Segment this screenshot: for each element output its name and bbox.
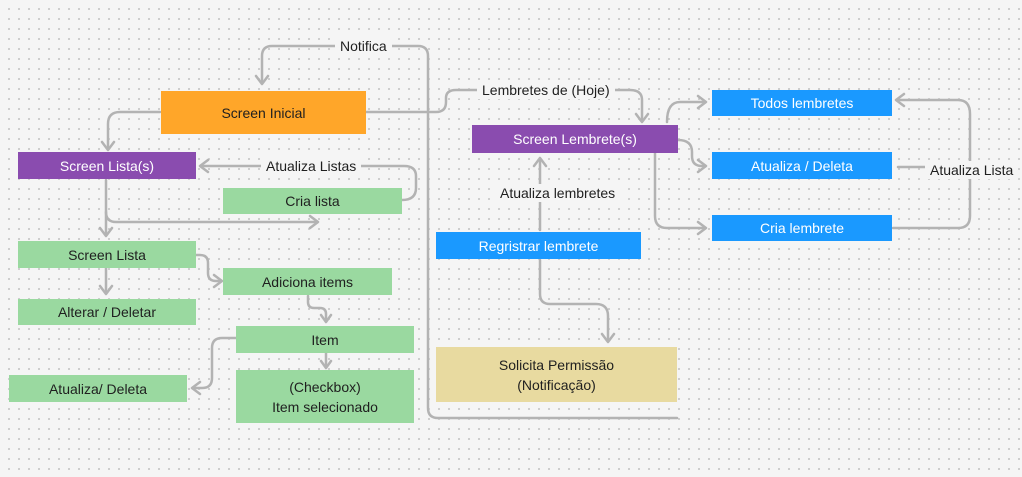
node-label-line2: (Notificação) bbox=[517, 376, 596, 393]
arrowhead bbox=[532, 156, 548, 168]
node-label: Screen Lista bbox=[68, 246, 146, 263]
node-solicita-permissao: Solicita Permissão (Notificação) bbox=[436, 347, 677, 402]
node-screen-lista: Screen Lista bbox=[18, 241, 196, 268]
node-atualiza-deleta-lembrete: Atualiza / Deleta bbox=[712, 152, 892, 179]
arrowhead bbox=[98, 226, 114, 238]
node-todos-lembretes: Todos lembretes bbox=[712, 90, 892, 116]
node-label: Atualiza/ Deleta bbox=[48, 380, 148, 397]
arrowhead bbox=[254, 74, 270, 86]
node-cria-lista: Cria lista bbox=[223, 188, 402, 214]
edge-registrar-solicita bbox=[538, 258, 610, 342]
node-screen-listas: Screen Lista(s) bbox=[18, 152, 196, 179]
node-label: Cria lembrete bbox=[759, 220, 845, 236]
arrowhead bbox=[98, 284, 114, 296]
node-atualiza-deleta-item: Atualiza/ Deleta bbox=[9, 375, 187, 402]
edge-inicial-listas bbox=[106, 110, 162, 150]
edge-item-atualiza bbox=[192, 336, 238, 390]
edge-label-notifica: Notifica bbox=[335, 37, 392, 55]
arrowhead bbox=[190, 380, 202, 396]
node-label: Todos lembretes bbox=[750, 95, 854, 111]
node-label-line1: (Checkbox) bbox=[289, 378, 361, 395]
node-label: Cria lista bbox=[285, 193, 340, 209]
node-label: Alterar / Deletar bbox=[57, 304, 157, 320]
arrowhead bbox=[696, 94, 708, 110]
arrowhead bbox=[212, 273, 224, 289]
edge-label-lembretes-hoje: Lembretes de (Hoje) bbox=[477, 81, 615, 99]
arrowhead bbox=[198, 158, 210, 174]
edge-lista-adiciona bbox=[194, 253, 222, 283]
edge-lembrete-atualiza bbox=[676, 138, 706, 168]
edge-lembrete-cria bbox=[653, 150, 706, 230]
node-label: Screen Inicial bbox=[221, 104, 306, 121]
node-label: Adiciona items bbox=[261, 273, 354, 290]
node-screen-lembretes: Screen Lembrete(s) bbox=[472, 125, 678, 153]
edge-adiciona-item bbox=[306, 294, 328, 322]
edge-label-atualiza-listas: Atualiza Listas bbox=[261, 157, 362, 175]
arrowhead bbox=[600, 332, 616, 344]
node-item: Item bbox=[236, 326, 414, 353]
arrowhead bbox=[100, 140, 116, 152]
node-adiciona-items: Adiciona items bbox=[223, 268, 392, 295]
edge-atualiza-listas bbox=[200, 164, 418, 202]
edge-lembrete-todos bbox=[665, 100, 706, 124]
arrowhead bbox=[894, 92, 906, 108]
node-alterar-deletar: Alterar / Deletar bbox=[18, 299, 196, 325]
node-label: Item bbox=[311, 331, 339, 348]
edge-label-atualiza-lista: Atualiza Lista bbox=[925, 161, 1019, 179]
node-label-line1: Solicita Permissão bbox=[498, 356, 615, 373]
arrowhead bbox=[319, 313, 333, 324]
node-label: Screen Lembrete(s) bbox=[513, 131, 637, 147]
node-label: Regristrar lembrete bbox=[478, 237, 599, 254]
arrowhead bbox=[634, 112, 650, 124]
arrowhead bbox=[319, 359, 333, 370]
node-registrar-lembrete: Regristrar lembrete bbox=[436, 232, 641, 259]
edge-lembretes-hoje bbox=[364, 88, 644, 122]
node-screen-inicial: Screen Inicial bbox=[161, 91, 366, 134]
node-cria-lembrete: Cria lembrete bbox=[712, 215, 892, 241]
edge-notifica bbox=[260, 44, 679, 420]
node-label: Screen Lista(s) bbox=[59, 157, 155, 174]
edge-listas-cria bbox=[104, 210, 318, 224]
node-label: Atualiza / Deleta bbox=[751, 157, 853, 174]
arrowhead bbox=[696, 158, 708, 174]
arrowhead bbox=[308, 214, 320, 230]
node-checkbox-item: (Checkbox) Item selecionado bbox=[236, 370, 414, 423]
edge-label-atualiza-lembretes: Atualiza lembretes bbox=[495, 184, 621, 202]
node-label-line2: Item selecionado bbox=[272, 398, 378, 415]
arrowhead bbox=[696, 220, 708, 236]
